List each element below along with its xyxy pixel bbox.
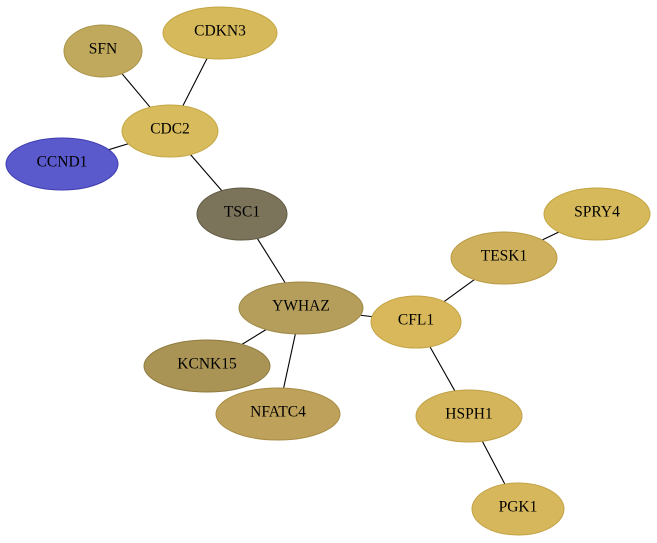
edge-ywhaz-kcnk15 — [241, 329, 267, 345]
edge-tesk1-spry4 — [541, 231, 560, 241]
node-hsph1-label: HSPH1 — [445, 406, 492, 423]
node-tsc1-label: TSC1 — [224, 204, 260, 221]
node-tesk1[interactable]: TESK1 — [450, 231, 558, 285]
edge-ywhaz-nfatc4 — [283, 333, 296, 389]
node-kcnk15[interactable]: KCNK15 — [143, 339, 271, 393]
node-ccnd1[interactable]: CCND1 — [5, 137, 119, 191]
edge-cfl1-tesk1 — [443, 279, 475, 303]
edge-cdc2-tsc1 — [189, 154, 223, 192]
node-nfatc4-shape — [215, 387, 341, 441]
edge-cdkn3-cdc2 — [182, 58, 208, 107]
node-ccnd1-shape — [5, 137, 119, 191]
node-pgk1[interactable]: PGK1 — [471, 482, 565, 536]
node-sfn-label: SFN — [89, 41, 117, 58]
edge-ccnd1-cdc2 — [108, 143, 129, 151]
node-hsph1-shape — [415, 389, 523, 443]
node-ccnd1-label: CCND1 — [37, 154, 88, 171]
node-spry4-shape — [543, 187, 651, 241]
node-sfn[interactable]: SFN — [63, 24, 143, 78]
node-cfl1-shape — [370, 295, 462, 349]
node-spry4[interactable]: SPRY4 — [543, 187, 651, 241]
node-kcnk15-shape — [143, 339, 271, 393]
node-cfl1-label: CFL1 — [398, 312, 434, 329]
node-cdc2[interactable]: CDC2 — [121, 104, 219, 158]
node-tsc1-shape — [196, 187, 288, 241]
edge-ywhaz-cfl1 — [360, 314, 373, 318]
node-ywhaz-label: YWHAZ — [272, 298, 330, 315]
node-ywhaz-shape — [238, 281, 364, 335]
node-spry4-label: SPRY4 — [574, 204, 620, 221]
node-pgk1-shape — [471, 482, 565, 536]
node-cdkn3-shape — [162, 6, 278, 60]
edge-tsc1-ywhaz — [256, 238, 286, 284]
node-ywhaz[interactable]: YWHAZ — [238, 281, 364, 335]
node-cdkn3[interactable]: CDKN3 — [162, 6, 278, 60]
edge-hsph1-pgk1 — [481, 440, 506, 485]
node-pgk1-label: PGK1 — [499, 499, 538, 516]
node-kcnk15-label: KCNK15 — [177, 356, 237, 373]
nodes-layer: SFN CDKN3 CDC2 CCND1 TSC1 SPRY4 TESK1 Y — [5, 6, 651, 536]
node-hsph1[interactable]: HSPH1 — [415, 389, 523, 443]
node-nfatc4[interactable]: NFATC4 — [215, 387, 341, 441]
node-cdkn3-label: CDKN3 — [194, 23, 246, 40]
node-sfn-shape — [63, 24, 143, 78]
node-tesk1-shape — [450, 231, 558, 285]
node-cfl1[interactable]: CFL1 — [370, 295, 462, 349]
edges-layer — [108, 58, 560, 485]
node-cdc2-shape — [121, 104, 219, 158]
node-tesk1-label: TESK1 — [481, 248, 528, 265]
node-nfatc4-label: NFATC4 — [250, 404, 306, 421]
edge-sfn-cdc2 — [121, 73, 151, 108]
node-tsc1[interactable]: TSC1 — [196, 187, 288, 241]
edge-cfl1-hsph1 — [429, 346, 456, 392]
node-cdc2-label: CDC2 — [150, 121, 190, 138]
